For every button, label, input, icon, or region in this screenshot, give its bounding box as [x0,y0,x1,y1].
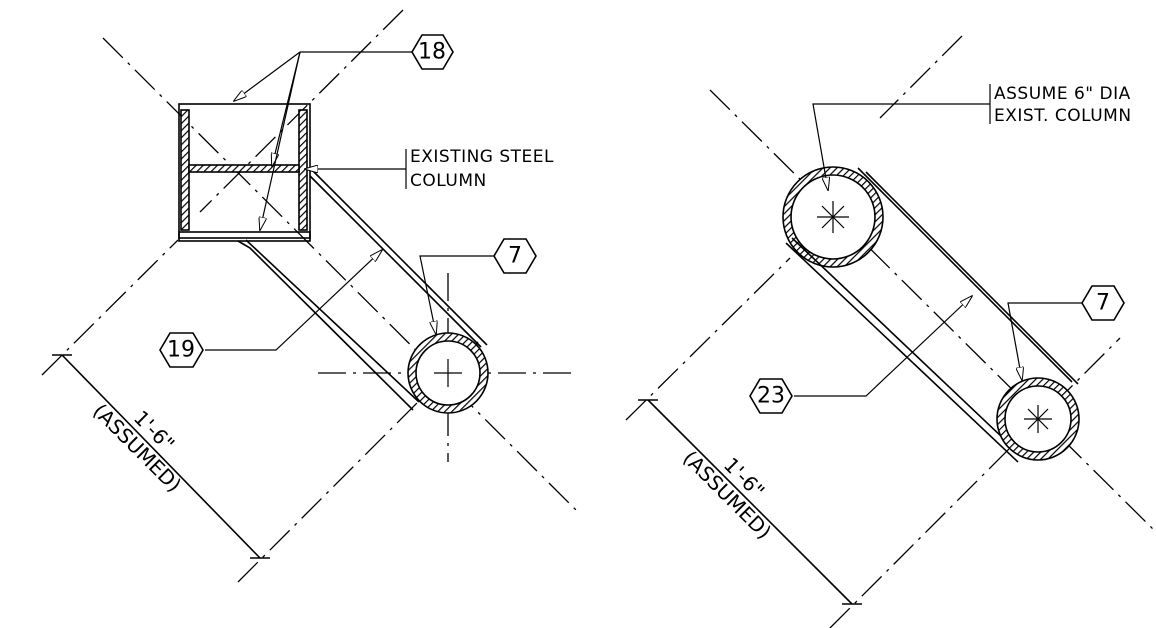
right-pipe [996,377,1080,461]
left-note-line1: EXISTING STEEL [410,147,554,167]
right-tag23-leader [794,296,972,397]
left-strut-line-upper [309,167,488,346]
right-tag-7: 7 [1081,285,1125,321]
right-column-diagonal-centerline [709,89,1156,533]
right-strut-line-upper [865,171,1079,385]
left-flange-left [180,109,190,231]
left-tag18-arrow-top [234,51,301,101]
right-dim-extension-lower [829,337,1121,628]
right-existing-column [782,166,884,268]
left-steel-column [178,103,311,242]
left-tag-18-text: 18 [418,40,446,65]
right-strut-line-lower-inner [791,237,1024,458]
right-column-other-diagonal [879,35,963,119]
left-tag-7: 7 [493,238,537,274]
right-tag-23: 23 [749,378,793,414]
left-note-line2: COLUMN [410,171,487,191]
right-tag-23-text: 23 [757,384,785,409]
left-tag-19-text: 19 [167,338,195,363]
left-tag7-leader [419,255,494,334]
left-strut-line-lower [237,240,414,411]
left-strut-line-upper-inner [309,175,482,348]
right-note-leader [812,103,990,190]
right-tag7-leader [1007,302,1082,380]
left-flange-right [298,109,308,231]
left-detail: 1'-6" (ASSUMED) 18 EXISTING STEEL COLUMN… [41,9,579,583]
left-pipe [407,332,489,414]
left-tag-18: 18 [411,34,454,70]
right-strut-line-upper-inner [857,167,1073,383]
right-note-line2: EXIST. COLUMN [994,106,1132,126]
right-dimension-line [647,399,853,605]
right-detail: 1'-6" (ASSUMED) ASSUME 6" DIA EXIST. COL… [625,35,1156,628]
right-note-line1: ASSUME 6" DIA [994,84,1131,104]
right-tag-7-text: 7 [1096,291,1110,316]
left-tag-19: 19 [159,332,204,368]
left-dimension-line [61,354,261,559]
left-tag19-leader [205,250,382,351]
left-column-base-plate [178,231,311,242]
left-web [188,164,300,173]
right-strut-line-lower [785,242,1019,463]
right-dim-extension-upper [625,257,791,421]
left-tag18-arrow-bottom [260,51,301,230]
left-dim-extension-upper [41,239,179,376]
left-tag-7-text: 7 [508,244,522,269]
left-strut-line-lower-inner [245,239,420,403]
